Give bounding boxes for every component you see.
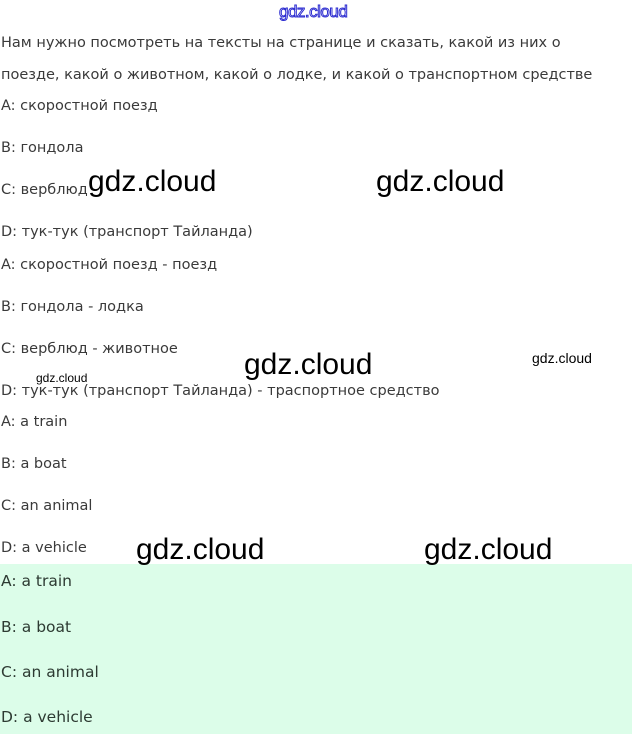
match: A: скоростной поезд - поезд: [1, 257, 218, 273]
match: C: верблюд - животное: [1, 341, 178, 357]
answer: A: a train: [1, 414, 68, 430]
match: D: тук-тук (транспорт Тайланда) - траспо…: [1, 383, 440, 399]
watermark: gdz.cloud: [136, 533, 265, 566]
answer: B: a boat: [1, 456, 67, 472]
watermark: gdz.cloud: [36, 371, 88, 385]
option: B: гондола: [1, 140, 84, 156]
match: B: гондола - лодка: [1, 299, 144, 315]
watermark-top: gdz.cloud: [278, 2, 348, 22]
answer-highlight: [0, 564, 632, 734]
final-answer: A: a train: [1, 572, 72, 590]
answer: C: an animal: [1, 498, 93, 514]
final-answer: D: a vehicle: [1, 708, 93, 726]
option: A: скоростной поезд: [1, 98, 158, 114]
watermark: gdz.cloud: [244, 348, 373, 381]
watermark: gdz.cloud: [88, 165, 217, 198]
option: D: тук-тук (транспорт Тайланда): [1, 224, 253, 240]
watermark: gdz.cloud: [376, 165, 505, 198]
watermark: gdz.cloud: [532, 350, 592, 366]
final-answer: C: an animal: [1, 663, 99, 681]
option: C: верблюд: [1, 182, 88, 198]
final-answer: B: a boat: [1, 618, 72, 636]
answer: D: a vehicle: [1, 540, 87, 556]
intro-line: поезде, какой о животном, какой о лодке,…: [1, 67, 593, 83]
intro-line: Нам нужно посмотреть на тексты на страни…: [1, 35, 561, 51]
watermark: gdz.cloud: [424, 533, 553, 566]
